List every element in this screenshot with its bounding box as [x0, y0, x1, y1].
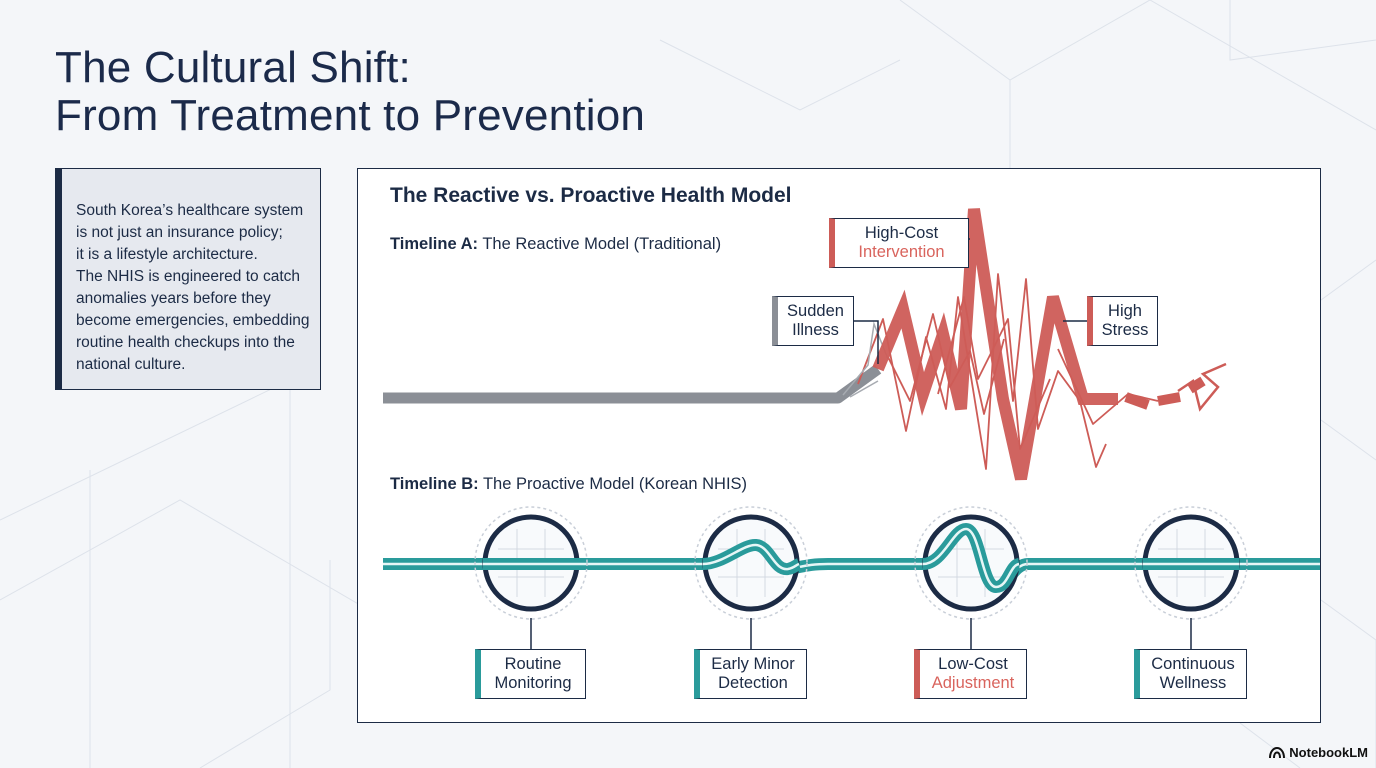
callout-line: Detection	[718, 674, 788, 692]
model-comparison-panel: The Reactive vs. Proactive Health Model …	[357, 168, 1321, 723]
callout-early-minor-detection: Early Minor Detection	[694, 649, 807, 699]
timeline-b-label: Timeline B: The Proactive Model (Korean …	[390, 475, 747, 494]
callout-line: Continuous	[1151, 655, 1235, 673]
callout-line: Stress	[1101, 321, 1149, 339]
notebooklm-brand: NotebookLM	[1269, 745, 1368, 760]
reactive-broken-segments	[1124, 376, 1206, 410]
callout-line: High-Cost	[864, 224, 939, 242]
notebooklm-logo-icon	[1269, 746, 1286, 758]
intro-text-box: South Korea’s healthcare system is not j…	[55, 168, 321, 390]
callout-line: Monitoring	[494, 674, 572, 692]
callout-low-cost-adjustment: Low-Cost Adjustment	[914, 649, 1027, 699]
proactive-line-in-lens-highlight	[483, 527, 1239, 589]
intro-line: national culture.	[76, 356, 186, 373]
intro-line: become emergencies, embedding	[76, 312, 310, 329]
callout-line: Wellness	[1159, 674, 1227, 692]
panel-title: The Reactive vs. Proactive Health Model	[390, 184, 792, 207]
callout-routine-monitoring: Routine Monitoring	[475, 649, 586, 699]
timeline-b-prefix: Timeline B:	[390, 475, 479, 493]
timeline-diagram	[383, 208, 1320, 649]
intro-line: anomalies years before they	[76, 290, 271, 307]
callout-line: Illness	[792, 321, 839, 339]
callout-line: High	[1108, 302, 1142, 320]
timeline-a-text: The Reactive Model (Traditional)	[482, 235, 722, 253]
callout-line: Sudden	[787, 302, 844, 320]
callout-sudden-illness: Sudden Illness	[772, 296, 854, 346]
intro-line: South Korea’s healthcare system	[76, 202, 304, 219]
callout-high-stress: High Stress	[1087, 296, 1158, 346]
callout-line-accent: Intervention	[858, 243, 945, 261]
page-title-line-1: The Cultural Shift:	[55, 43, 411, 92]
page-title: The Cultural Shift: From Treatment to Pr…	[55, 44, 645, 140]
reactive-crisis-spike	[872, 208, 1118, 481]
page-title-line-2: From Treatment to Prevention	[55, 91, 646, 140]
intro-line: it is a lifestyle architecture.	[76, 246, 258, 263]
callout-continuous-wellness: Continuous Wellness	[1134, 649, 1247, 699]
timeline-a-label: Timeline A: The Reactive Model (Traditio…	[390, 235, 721, 254]
leader-sudden-illness	[854, 320, 879, 364]
callout-line-accent: Adjustment	[931, 674, 1015, 692]
callout-high-cost-intervention: High-Cost Intervention	[829, 218, 969, 268]
reactive-tail-shards	[1177, 362, 1227, 412]
reactive-grey-cracks	[842, 321, 889, 398]
reactive-baseline	[383, 364, 882, 404]
intro-line: The NHIS is engineered to catch	[76, 268, 301, 285]
intro-line: routine health checkups into the	[76, 334, 295, 351]
timeline-a-prefix: Timeline A:	[390, 235, 479, 253]
callout-line: Routine	[504, 655, 562, 673]
intro-line: is not just an insurance policy;	[76, 224, 283, 241]
brand-label: NotebookLM	[1289, 745, 1368, 760]
callout-line: Early Minor	[711, 655, 795, 673]
timeline-b-text: The Proactive Model (Korean NHIS)	[482, 475, 748, 493]
callout-line: Low-Cost	[938, 655, 1008, 673]
